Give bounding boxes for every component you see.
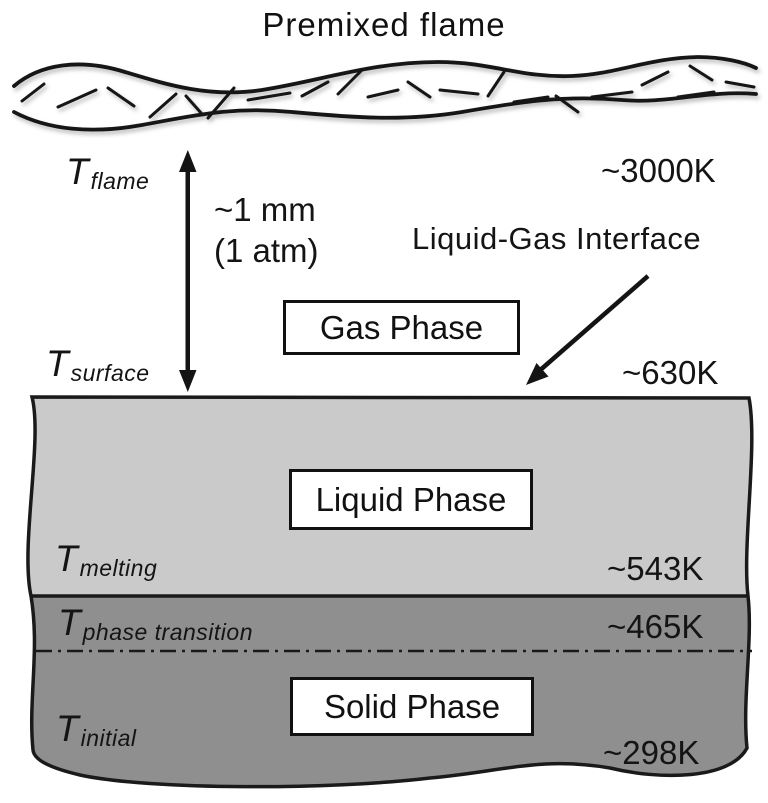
liquid-phase-label: Liquid Phase [315,480,507,518]
t-initial-label: T initial [56,710,137,750]
temp-flame-value: ~3000K [601,152,716,189]
t-surface-symbol: T [46,343,69,384]
solid-phase-label: Solid Phase [323,687,501,725]
interface-label: Liquid-Gas Interface [412,221,702,256]
solid-phase-box: Solid Phase [290,677,534,736]
flame-band-bottom-edge [12,91,758,132]
temp-surface-value: ~630K [622,354,719,391]
t-surface-label: T surface [46,345,150,385]
t-melting-subscript: melting [79,555,158,581]
temp-phase-transition-value: ~465K [607,608,704,645]
t-melting-symbol: T [55,538,78,579]
t-flame-subscript: flame [90,168,150,194]
t-phase-transition-symbol: T [58,602,81,643]
t-phase-transition-subscript: phase transition [82,619,253,645]
t-flame-label: T flame [66,153,149,193]
gas-phase-box: Gas Phase [283,300,520,355]
t-initial-subscript: initial [80,725,137,751]
standoff-pressure-label: (1 atm) [214,232,319,269]
liquid-phase-box: Liquid Phase [289,469,533,530]
flame-reaction-dashes [20,64,756,120]
t-initial-symbol: T [56,708,79,749]
flame-band-top-edge [12,55,758,95]
gas-phase-label: Gas Phase [319,308,484,346]
diagram-title: Premixed flame [262,6,506,43]
t-phase-transition-label: T phase transition [58,604,253,644]
standoff-distance-label: ~1 mm [214,191,316,228]
temp-melting-value: ~543K [607,550,704,587]
temp-initial-value: ~298K [603,734,700,771]
slab-outline [26,395,754,789]
t-melting-label: T melting [55,540,157,580]
interface-pointer-arrow [526,274,650,385]
t-flame-symbol: T [66,151,89,192]
t-surface-subscript: surface [70,360,150,386]
standoff-distance-arrow [179,150,197,392]
premixed-flame-band [12,55,758,132]
